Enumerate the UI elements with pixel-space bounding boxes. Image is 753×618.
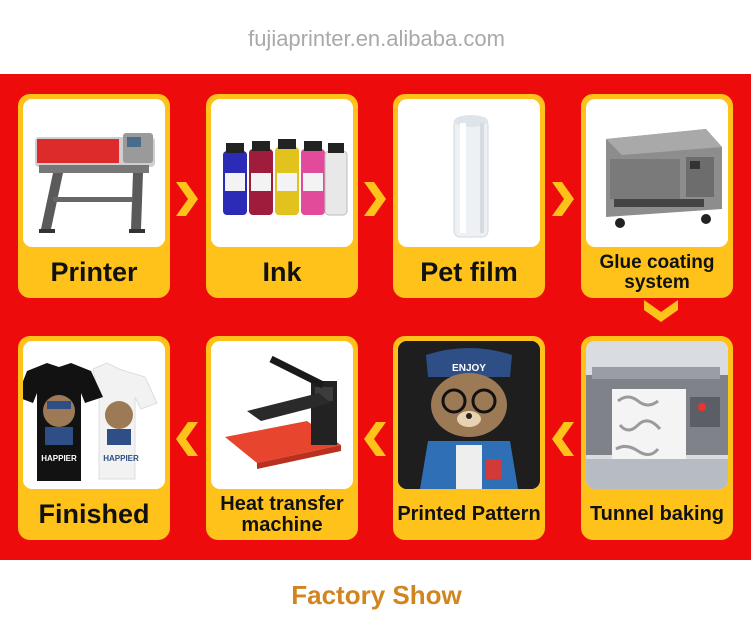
heat-press-icon xyxy=(211,341,353,489)
step-card-glue-coating: Glue coating system xyxy=(581,94,733,298)
shirt-print-text: HAPPIER xyxy=(103,454,139,463)
printer-icon xyxy=(23,99,165,247)
step-label: Glue coating system xyxy=(599,251,715,293)
site-watermark: fujiaprinter.en.alibaba.com xyxy=(248,26,505,51)
process-banner: Printer xyxy=(0,74,751,560)
step-card-printer: Printer xyxy=(18,94,170,298)
arrow-left-icon xyxy=(176,422,198,456)
pet-film-roll-icon xyxy=(398,99,540,247)
arrow-down-icon xyxy=(644,300,678,322)
step-label: Finished xyxy=(38,499,150,530)
step-label: Tunnel baking xyxy=(589,503,725,525)
step-card-heat-transfer: Heat transfer machine xyxy=(206,336,358,540)
step-label: Ink xyxy=(262,257,302,288)
arrow-right-icon xyxy=(552,182,574,216)
section-title: Factory Show xyxy=(291,580,462,610)
step-card-ink: Ink xyxy=(206,94,358,298)
ink-bottles-icon xyxy=(211,99,353,247)
arrow-right-icon xyxy=(364,182,386,216)
step-label: Printer xyxy=(50,257,138,288)
step-card-pet-film: Pet film xyxy=(393,94,545,298)
arrow-left-icon xyxy=(552,422,574,456)
printed-pattern-image: ENJOY xyxy=(398,341,540,489)
glue-coating-machine-icon xyxy=(586,99,728,247)
step-card-printed-pattern: ENJOY Printed Pattern xyxy=(393,336,545,540)
step-card-tunnel-baking: Tunnel baking xyxy=(581,336,733,540)
tunnel-baking-machine-icon xyxy=(586,341,728,489)
shirt-print-text: HAPPIER xyxy=(41,454,77,463)
arrow-left-icon xyxy=(364,422,386,456)
arrow-right-icon xyxy=(176,182,198,216)
cap-text: ENJOY xyxy=(452,363,486,374)
step-label: Pet film xyxy=(420,257,518,288)
step-label: Printed Pattern xyxy=(397,503,541,525)
finished-tshirts-image: HAPPIER HAPPIER xyxy=(23,341,165,489)
step-label: Heat transfer machine xyxy=(220,492,344,536)
step-card-finished: HAPPIER HAPPIER Finished xyxy=(18,336,170,540)
